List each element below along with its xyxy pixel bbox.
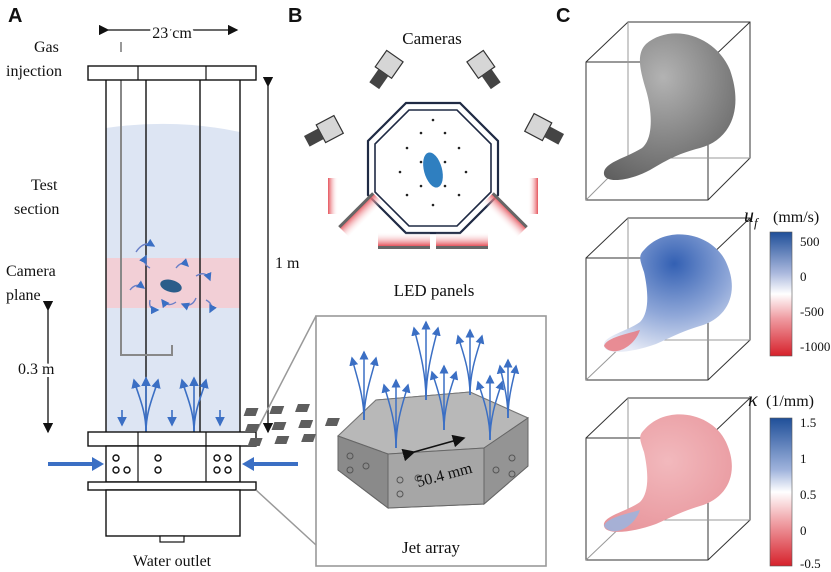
plane-height-label: 0.3 m <box>18 361 55 378</box>
colorbar-curvature-symbol: κ <box>748 389 758 411</box>
colorbar-curvature-tick: 1 <box>800 451 807 466</box>
camera-icons <box>303 49 565 147</box>
water-outlet-label: Water outlet <box>133 553 212 570</box>
gas-injection-tube <box>120 80 173 356</box>
plenum-holes <box>112 454 232 474</box>
jet-array-side-holes <box>346 452 516 498</box>
panel-b-letter: B <box>288 5 302 27</box>
jet-array-label: Jet array <box>402 538 461 557</box>
jet-dots <box>398 118 468 207</box>
led-panels-label: LED panels <box>394 281 475 300</box>
colorbar-velocity-tick: 0 <box>800 269 807 284</box>
colorbar-velocity-gradient <box>769 231 793 357</box>
surface-plot-curvature <box>585 397 751 561</box>
colorbar-velocity-tick: -500 <box>800 304 824 319</box>
swirl-arrows <box>129 238 217 315</box>
panel-a: A 23 cm Gas injection Test section Camer <box>6 5 317 570</box>
colorbar-curvature-unit: (1/mm) <box>766 393 814 410</box>
colorbar-velocity-symbol: uf <box>744 205 760 230</box>
colorbar-velocity-tick: 500 <box>800 234 820 249</box>
plenum-box <box>105 445 241 483</box>
colorbar-curvature-tick: 0.5 <box>800 487 816 502</box>
colorbar-curvature-tick: 1.5 <box>800 415 816 430</box>
led-panels <box>328 178 538 249</box>
colorbar-velocity-tick: -1000 <box>800 339 830 354</box>
gas-injection-label: Gas injection <box>6 39 63 80</box>
base-flange <box>87 481 257 491</box>
cameras-label: Cameras <box>402 29 461 48</box>
colorbar-velocity-unit: (mm/s) <box>773 209 819 226</box>
panel-c-letter: C <box>556 5 570 27</box>
test-section-label: Test section <box>14 177 61 218</box>
colorbar-curvature-tick: 0 <box>800 523 807 538</box>
colorbar-curvature-tick: -0.5 <box>800 556 821 571</box>
outlet-chamber <box>105 489 241 537</box>
top-flange <box>87 65 257 81</box>
colorbar-velocity: uf (mm/s) 500 0 -500 -1000 <box>744 205 830 357</box>
jet-plumes-b <box>349 320 520 449</box>
bottom-flange <box>87 431 257 447</box>
colorbar-curvature: κ (1/mm) 1.5 1 0.5 0 -0.5 <box>748 389 821 571</box>
height-label: 1 m <box>275 255 300 272</box>
panel-a-letter: A <box>8 5 22 27</box>
jet-spacing-arrow <box>401 434 466 462</box>
outlet-pipe <box>159 535 185 543</box>
surface-plot-velocity <box>585 217 751 381</box>
camera-plane-label: Camera plane <box>6 263 60 304</box>
surface-plot-shape <box>585 21 751 201</box>
jet-array-cells <box>243 404 340 446</box>
colorbar-curvature-gradient <box>769 417 793 567</box>
width-label: 23 cm <box>152 25 192 42</box>
bubble-b <box>423 152 443 188</box>
bubble-a <box>160 279 182 293</box>
jet-plumes-a <box>117 376 225 433</box>
panel-b: B Cameras <box>243 5 565 567</box>
panel-c: C uf (mm/s) 5 <box>556 5 830 571</box>
